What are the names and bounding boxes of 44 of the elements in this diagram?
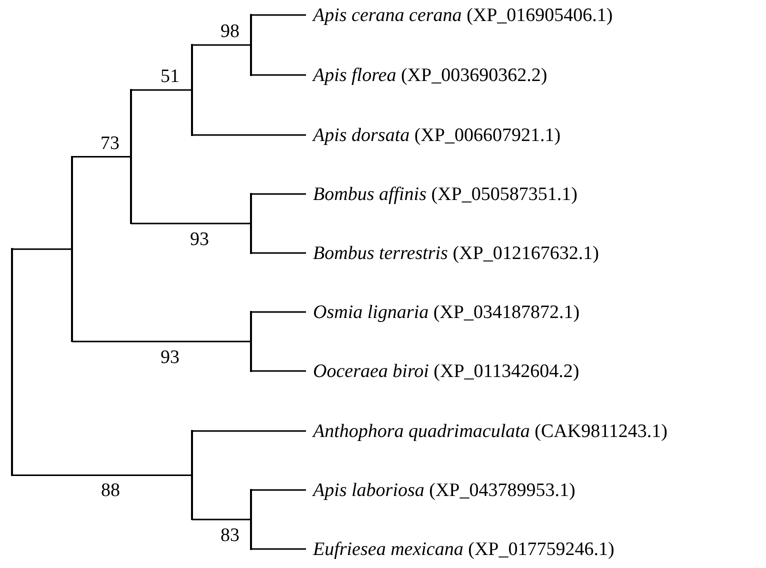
branch-line — [12, 248, 72, 250]
bootstrap-value: 93 — [160, 348, 180, 368]
bootstrap-value: 98 — [220, 22, 240, 42]
branch-node-line — [250, 14, 252, 76]
branch-line — [192, 518, 251, 520]
branch-line — [72, 156, 131, 158]
branch-line — [251, 74, 306, 76]
taxon-label: Anthophora quadrimaculata (CAK9811243.1) — [313, 420, 668, 444]
branch-line — [251, 489, 306, 491]
taxon-label: Osmia lignaria (XP_034187872.1) — [313, 301, 580, 325]
branch-node-line — [250, 311, 252, 372]
branch-line — [131, 222, 251, 224]
branch-line — [72, 340, 251, 342]
branch-line — [12, 474, 192, 476]
branch-line — [251, 14, 306, 16]
taxon-label: Ooceraea biroi (XP_011342604.2) — [313, 360, 580, 384]
bootstrap-value: 73 — [100, 134, 120, 154]
branch-line — [192, 134, 306, 136]
taxon-label: Bombus terrestris (XP_012167632.1) — [313, 242, 599, 266]
taxon-label: Eufriesea mexicana (XP_017759246.1) — [313, 538, 614, 562]
bootstrap-value: 93 — [190, 230, 209, 250]
bootstrap-value: 51 — [160, 67, 180, 87]
branch-node-line — [191, 430, 193, 520]
taxon-label: Apis florea (XP_003690362.2) — [313, 64, 548, 88]
branch-line — [251, 193, 306, 195]
taxon-label: Apis laboriosa (XP_043789953.1) — [313, 479, 576, 503]
taxon-label: Apis dorsata (XP_006607921.1) — [313, 124, 561, 148]
branch-node-line — [250, 489, 252, 550]
branch-line — [251, 548, 306, 550]
branch-node-line — [191, 44, 193, 136]
bootstrap-value: 88 — [101, 481, 120, 502]
branch-line — [251, 311, 306, 313]
branch-node-line — [71, 156, 73, 342]
branch-node-line — [250, 193, 252, 254]
branch-node-line — [11, 248, 13, 476]
branch-node-line — [130, 89, 132, 224]
branch-line — [251, 370, 306, 372]
branch-line — [192, 44, 251, 46]
branch-line — [192, 430, 306, 432]
branch-line — [251, 252, 306, 254]
taxon-label: Apis cerana cerana (XP_016905406.1) — [313, 4, 613, 28]
branch-line — [131, 89, 192, 91]
bootstrap-value: 83 — [220, 526, 240, 546]
taxon-label: Bombus affinis (XP_050587351.1) — [313, 183, 578, 207]
